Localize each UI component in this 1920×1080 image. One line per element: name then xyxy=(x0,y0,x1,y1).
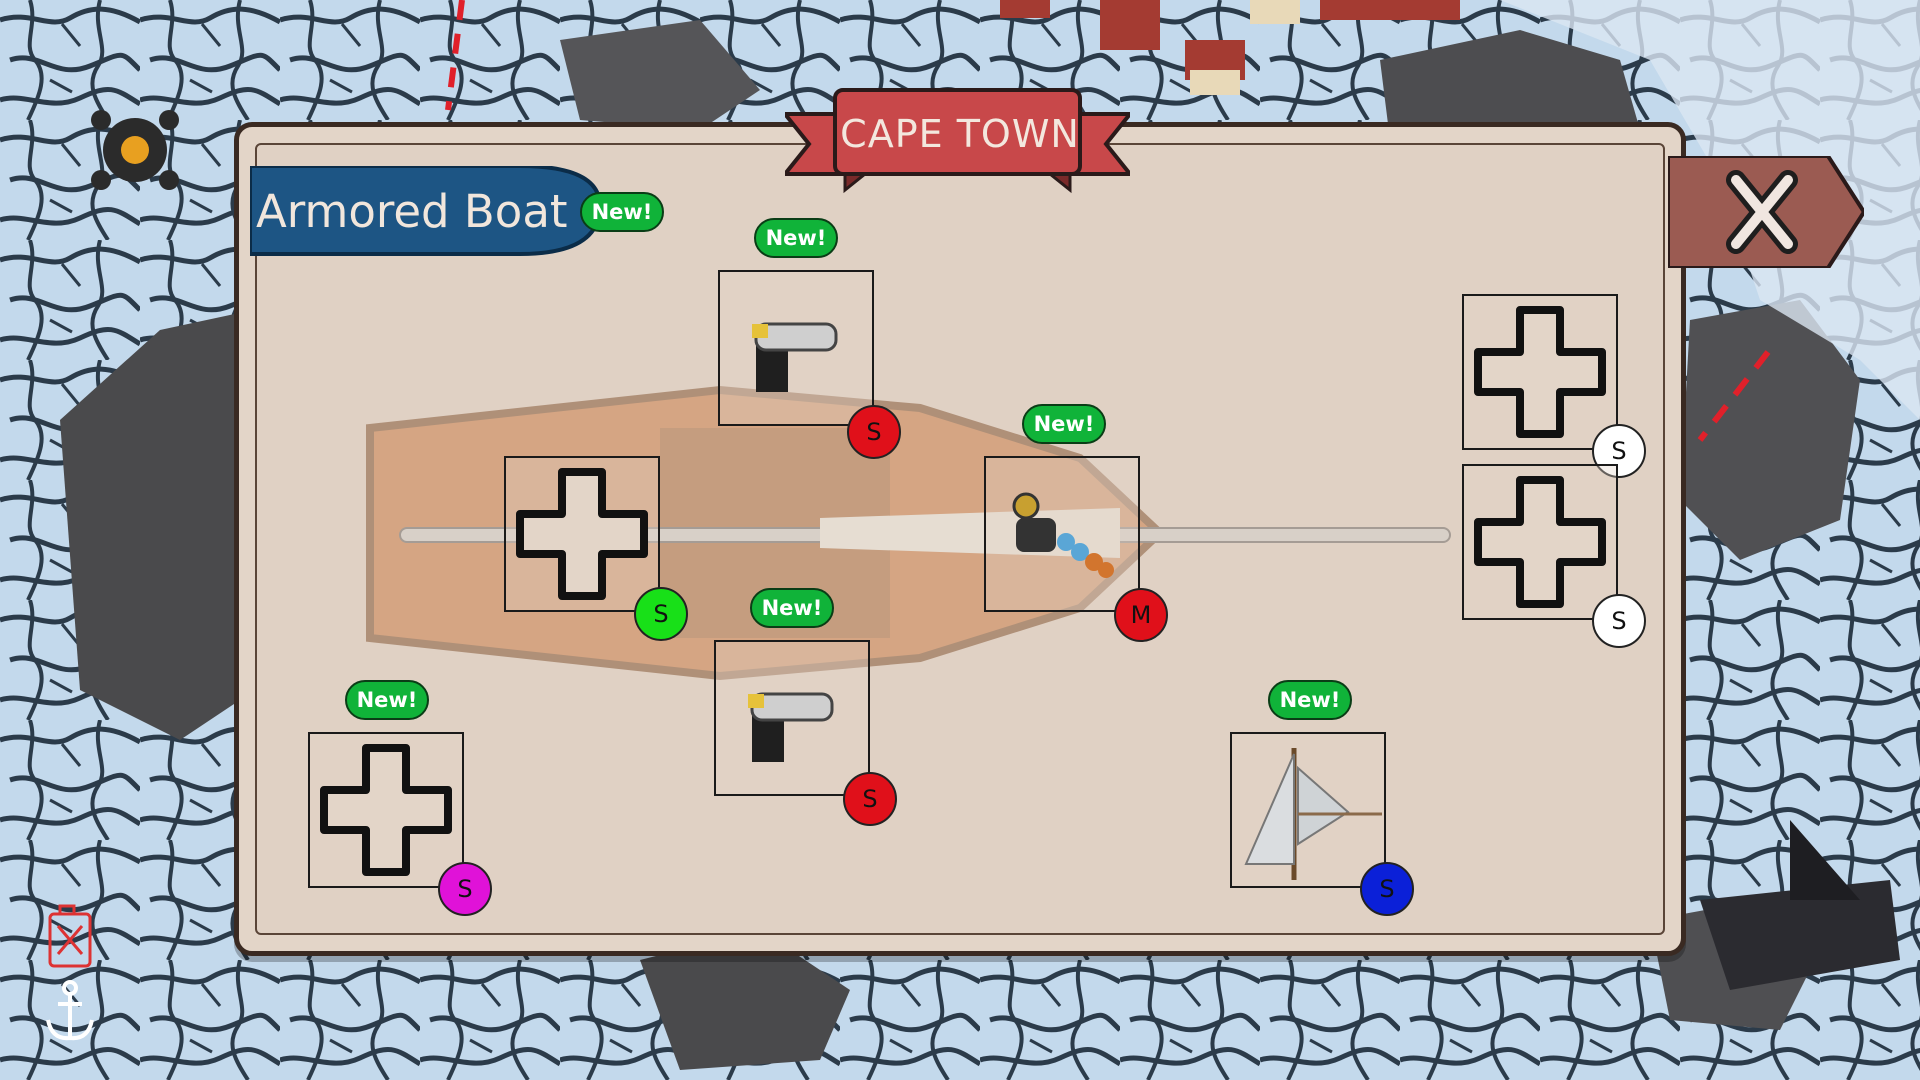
slot-size-badge: S xyxy=(438,862,492,916)
slot-size-badge: M xyxy=(1114,588,1168,642)
slot-new-badge: New! xyxy=(750,588,834,628)
harpoon-gun-icon xyxy=(1012,492,1114,578)
boat-name: Armored Boat xyxy=(256,185,568,238)
slot-new-badge: New! xyxy=(345,680,429,720)
slot-right-lower-empty[interactable] xyxy=(1462,464,1618,620)
slot-size-badge: S xyxy=(1360,862,1414,916)
add-slot-icon xyxy=(1474,306,1606,438)
boat-preview xyxy=(366,385,1451,681)
town-name: CAPE TOWN xyxy=(840,112,1080,156)
slot-new-badge: New! xyxy=(754,218,838,258)
slot-new-badge: New! xyxy=(1268,680,1352,720)
panel-border xyxy=(255,143,1665,935)
slot-bottom-left-empty[interactable] xyxy=(308,732,464,888)
sail-icon xyxy=(1244,748,1382,880)
fuel-can-icon[interactable] xyxy=(46,904,94,970)
loadout-panel xyxy=(234,122,1686,956)
boat-new-badge: New! xyxy=(580,192,664,232)
add-slot-icon xyxy=(1474,476,1606,608)
slot-new-badge: New! xyxy=(1022,404,1106,444)
slot-sail[interactable] xyxy=(1230,732,1386,888)
slot-bottom-cannon[interactable] xyxy=(714,640,870,796)
town-banner xyxy=(785,88,1130,194)
slot-left-empty[interactable] xyxy=(504,456,660,612)
slot-size-badge: S xyxy=(1592,594,1646,648)
close-icon xyxy=(1666,154,1867,270)
close-button[interactable] xyxy=(1666,154,1867,270)
slot-right-upper-empty[interactable] xyxy=(1462,294,1618,450)
anchor-icon[interactable] xyxy=(42,980,98,1044)
slot-top-cannon[interactable] xyxy=(718,270,874,426)
slot-size-badge: S xyxy=(634,587,688,641)
cannon-icon xyxy=(748,692,834,762)
slot-center-harpoon[interactable] xyxy=(984,456,1140,612)
slot-size-badge: S xyxy=(847,405,901,459)
add-slot-icon xyxy=(516,468,648,600)
slot-size-badge: S xyxy=(1592,424,1646,478)
slot-size-badge: S xyxy=(843,772,897,826)
cannon-icon xyxy=(752,322,838,392)
add-slot-icon xyxy=(320,744,452,876)
